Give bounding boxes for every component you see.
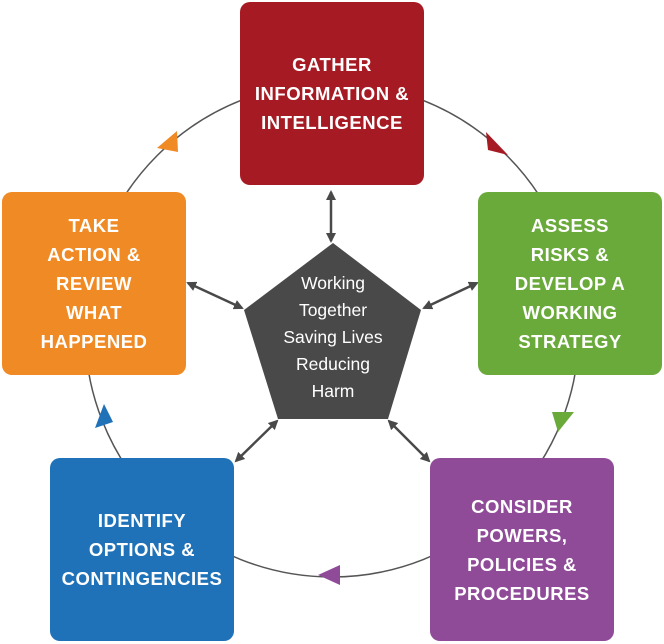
step-identify-options: IDENTIFY OPTIONS & CONTINGENCIES (50, 458, 234, 641)
connector-arrow-identify (234, 419, 279, 463)
connector-arrow-consider (387, 419, 431, 463)
step-assess-risks: ASSESS RISKS & DEVELOP A WORKING STRATEG… (478, 192, 662, 375)
step-consider-powers: CONSIDER POWERS, POLICIES & PROCEDURES (430, 458, 614, 641)
flow-arrow-red (486, 132, 508, 155)
step-take-action: TAKE ACTION & REVIEW WHAT HAPPENED (2, 192, 186, 375)
flow-arrow-blue (95, 404, 113, 428)
center-pentagon (244, 243, 421, 419)
flow-arrow-orange (157, 131, 178, 152)
flow-arrow-purple (318, 565, 340, 585)
connector-arrow-take-action (186, 281, 244, 310)
connector-arrow-assess (422, 281, 479, 310)
step-gather-information: GATHER INFORMATION & INTELLIGENCE (240, 2, 424, 185)
center-text: Working Together Saving Lives Reducing H… (283, 273, 383, 401)
flow-arrow-green (552, 412, 574, 432)
